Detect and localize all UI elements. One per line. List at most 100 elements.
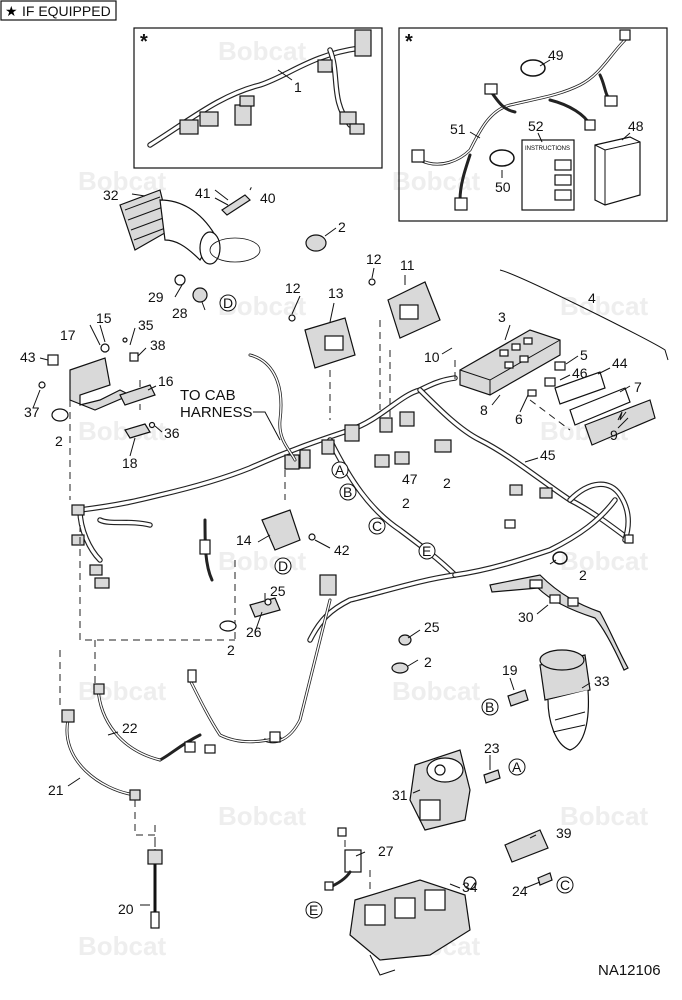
part-label: 17 <box>60 327 76 343</box>
part-label: 5 <box>580 347 588 363</box>
part-label: 37 <box>24 404 40 420</box>
part-label: 12 <box>366 251 382 267</box>
inset-box-harness: * <box>133 27 383 169</box>
part-label: 11 <box>400 257 415 273</box>
if-equipped-legend: ★ IF EQUIPPED <box>0 0 117 21</box>
part-label: 48 <box>628 118 644 134</box>
part-label: 47 <box>402 471 418 487</box>
part-label: 15 <box>96 310 112 326</box>
connector-letter: D <box>278 558 288 574</box>
pump <box>409 749 471 831</box>
watermark: Bobcat <box>392 676 480 706</box>
connector-letter: B <box>343 484 352 500</box>
part-label: 31 <box>392 787 408 803</box>
temp-sensor <box>147 849 163 929</box>
part-label: 39 <box>556 825 572 841</box>
part-label: 14 <box>236 532 252 548</box>
cab-harness-label: HARNESS <box>180 404 253 421</box>
part-label: 21 <box>48 782 64 798</box>
inset-asterisk: * <box>140 31 148 53</box>
part-label: 51 <box>450 121 466 137</box>
watermark: Bobcat <box>218 546 306 576</box>
part-label: 45 <box>540 447 556 463</box>
watermark: Bobcat <box>218 36 306 66</box>
part-label: 3 <box>498 309 506 325</box>
injection-pump <box>349 876 477 976</box>
part-label: 34 <box>462 879 478 895</box>
legend-box <box>0 0 117 21</box>
part-label: 2 <box>443 475 451 491</box>
connector-letter: E <box>422 543 431 559</box>
fuse-cover <box>584 399 656 446</box>
part-label: 7 <box>634 379 642 395</box>
watermark: Bobcat <box>560 546 648 576</box>
part-label: 38 <box>150 337 166 353</box>
watermark: Bobcat <box>218 801 306 831</box>
connector-letter: A <box>512 759 522 775</box>
main-harness <box>77 375 633 643</box>
part-label: 6 <box>515 411 523 427</box>
connector-callouts: D A B C E D B A C E <box>219 294 574 919</box>
part-label: 40 <box>260 190 276 206</box>
leader-lines <box>32 189 631 906</box>
part-label: 10 <box>424 349 440 365</box>
fuel-filter <box>539 649 591 751</box>
connector-letter: B <box>485 699 494 715</box>
connector-letter: D <box>223 295 233 311</box>
part-label: 26 <box>246 624 262 640</box>
part-label: 23 <box>484 740 500 756</box>
part-label: 43 <box>20 349 36 365</box>
air-intake <box>119 189 261 265</box>
watermark: Bobcat <box>78 416 166 446</box>
part-label: 22 <box>122 720 138 736</box>
part-label: 18 <box>122 455 138 471</box>
watermark: Bobcat <box>78 676 166 706</box>
part-label: 46 <box>572 365 588 381</box>
part-label: 9 <box>610 427 618 443</box>
part-label: 28 <box>172 305 188 321</box>
instructions-label: INSTRUCTIONS <box>525 146 570 152</box>
part-label: 25 <box>424 619 440 635</box>
connector-letter: A <box>335 462 345 478</box>
cab-harness-label: TO CAB <box>180 387 236 404</box>
part-labels: 1 2 3 4 5 6 7 8 9 10 11 12 12 13 14 15 1… <box>20 47 644 917</box>
part-label: 8 <box>480 402 488 418</box>
fuse-box <box>459 329 561 396</box>
watermark: Bobcat <box>392 166 480 196</box>
part-label: 35 <box>138 317 154 333</box>
legend-star-icon: ★ <box>5 4 18 20</box>
watermark: Bobcat <box>78 166 166 196</box>
part-label: 2 <box>402 495 410 511</box>
part-label: 16 <box>158 373 174 389</box>
part-label: 12 <box>285 280 301 296</box>
part-label: 2 <box>227 642 235 658</box>
part-label: 19 <box>502 662 518 678</box>
part-label: 4 <box>588 290 596 306</box>
watermark: Bobcat <box>78 931 166 961</box>
part-label: 41 <box>195 185 211 201</box>
inset-box-kit: * INSTRUCTIONS <box>398 27 668 222</box>
figure-id: NA12106 <box>598 962 661 979</box>
watermark: Bobcat <box>560 801 648 831</box>
part-label: 32 <box>103 187 119 203</box>
part-label: 1 <box>294 79 302 95</box>
part-label: 2 <box>55 433 63 449</box>
part-label: 36 <box>164 425 180 441</box>
part-label: 13 <box>328 285 344 301</box>
inset-asterisk: * <box>405 31 413 53</box>
part-label: 30 <box>518 609 534 625</box>
part-label: 2 <box>338 219 346 235</box>
part-label: 49 <box>548 47 564 63</box>
part-label: 42 <box>334 542 350 558</box>
connector-letter: E <box>309 902 318 918</box>
part-label: 44 <box>612 355 628 371</box>
inset-frame <box>133 27 383 169</box>
connector-letter: C <box>372 518 382 534</box>
legend-label: IF EQUIPPED <box>22 3 111 19</box>
watermark-layer: Bobcat Bobcat Bobcat Bobcat Bobcat Bobca… <box>78 36 648 961</box>
part-label: 24 <box>512 883 528 899</box>
part-label: 33 <box>594 673 610 689</box>
part-label: 2 <box>424 654 432 670</box>
part-label: 50 <box>495 179 511 195</box>
